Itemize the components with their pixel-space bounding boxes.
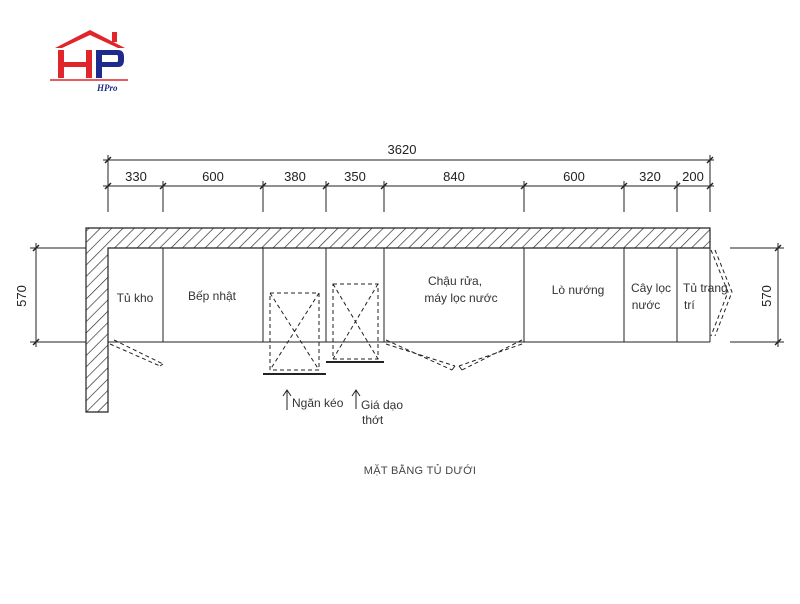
segment-dimension: 200 [682,169,704,184]
callout-cutting-board-rack-2: thớt [362,413,384,427]
module-label-storage-cabinet: Tủ kho [117,291,154,305]
logo-text: HPro [96,83,118,93]
module-label-water-filter: Cây lọc [631,281,671,295]
dimension-ticks [32,156,782,346]
module-label-display-cabinet-2: trí [684,298,695,312]
segment-dimension: 600 [563,169,585,184]
plan-title: MẶT BẰNG TỦ DƯỚI [364,464,476,477]
depth-dimension-left: 570 [14,285,29,307]
hpro-logo: HPro [50,30,128,93]
dimension-lines [30,155,784,347]
door-swings [109,249,733,371]
chimney-icon [112,32,117,42]
segment-dimension: 840 [443,169,465,184]
cutting-board-rack-pullout [332,283,379,360]
drawer-pullout [269,292,320,371]
module-label-display-cabinet: Tủ trang [683,281,728,295]
segment-dimension: 330 [125,169,147,184]
door-swing-ends [159,363,463,371]
logo-letter-p [96,50,124,78]
callout-arrow-rack [351,389,361,409]
segment-dimension: 320 [639,169,661,184]
cabinet-outline [108,248,711,343]
house-roof-icon [55,30,125,48]
callout-drawer: Ngăn kéo [292,396,344,410]
module-label-water-filter-2: nước [632,298,661,312]
segment-dimension: 380 [284,169,306,184]
module-label-water-purifier: máy lọc nước [424,291,497,305]
callout-arrow-drawer [282,389,292,410]
logo-letter-h-bar [58,62,92,67]
segment-dimension: 350 [344,169,366,184]
logo-letter-h-right [86,50,92,78]
wall-hatched [85,227,711,413]
depth-dimension-right: 570 [759,285,774,307]
module-label-induction-hob: Bếp nhật [188,289,237,303]
segment-dimension: 600 [202,169,224,184]
callout-cutting-board-rack: Giá dạo [361,398,403,412]
overall-dimension: 3620 [388,142,417,157]
module-label-sink: Chậu rửa, [428,274,482,288]
module-label-oven: Lò nướng [552,283,605,297]
